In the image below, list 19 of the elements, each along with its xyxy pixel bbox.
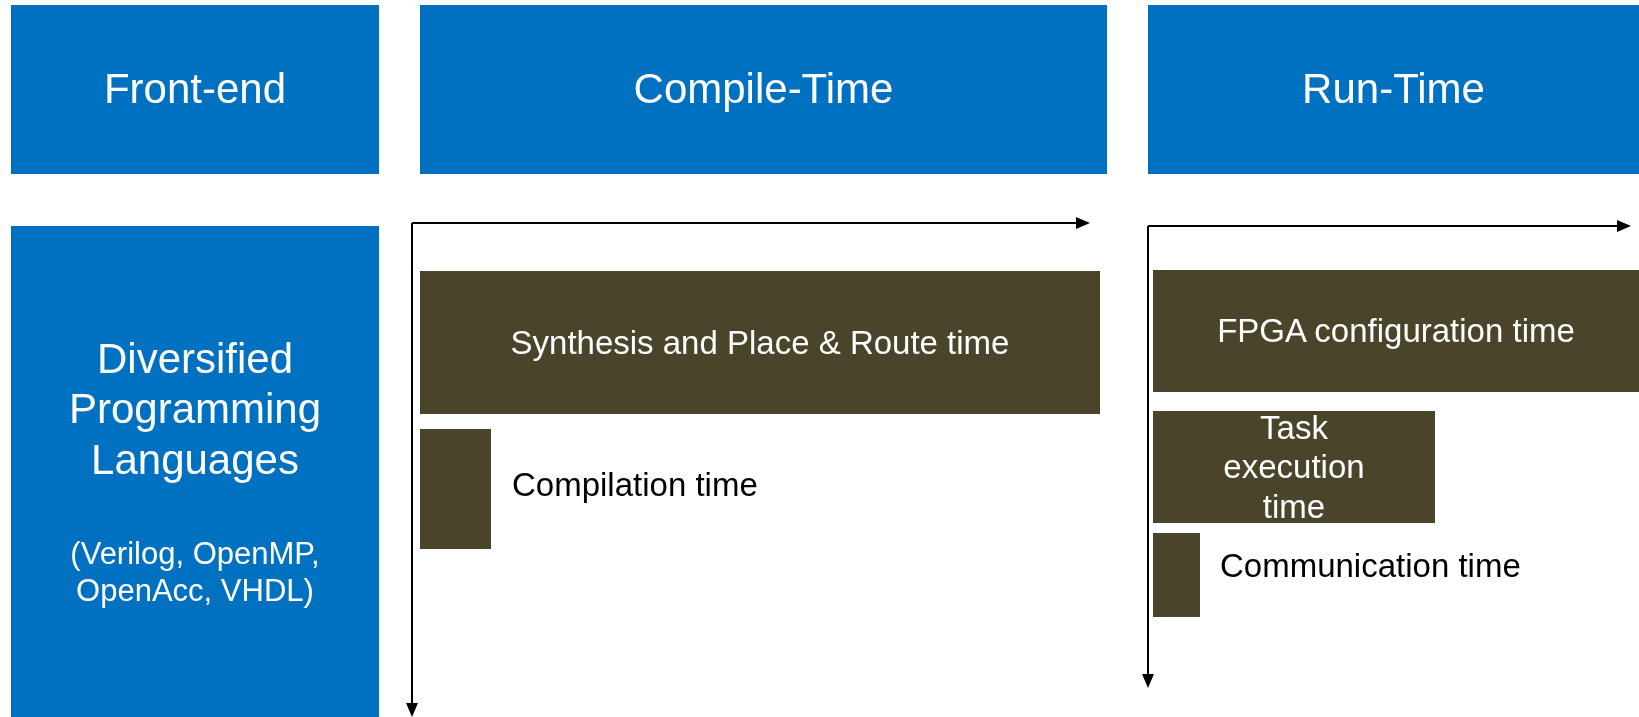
language-panel [11,226,379,717]
box-label: Synthesis and Place & Route time [509,322,1011,363]
time-bar [1153,270,1639,392]
box-label: Task execution time [1222,407,1366,527]
box-label: Diversified Programming Languages [67,333,323,485]
phase-header [420,5,1107,174]
time-bar [420,429,491,549]
time-bar [420,271,1100,414]
time-bar [1153,411,1435,523]
bar-caption: Communication time [1220,547,1521,585]
phase-header [11,5,379,174]
box-note: (Verilog, OpenMP, OpenAcc, VHDL) [69,534,321,610]
box-label: FPGA configuration time [1216,311,1576,351]
box-label: Run-Time [1301,64,1486,115]
phase-header [1148,5,1639,174]
box-label: Front-end [102,64,288,115]
box-label: Compile-Time [632,64,895,115]
bar-caption: Compilation time [512,466,758,504]
time-bar [1153,533,1200,617]
